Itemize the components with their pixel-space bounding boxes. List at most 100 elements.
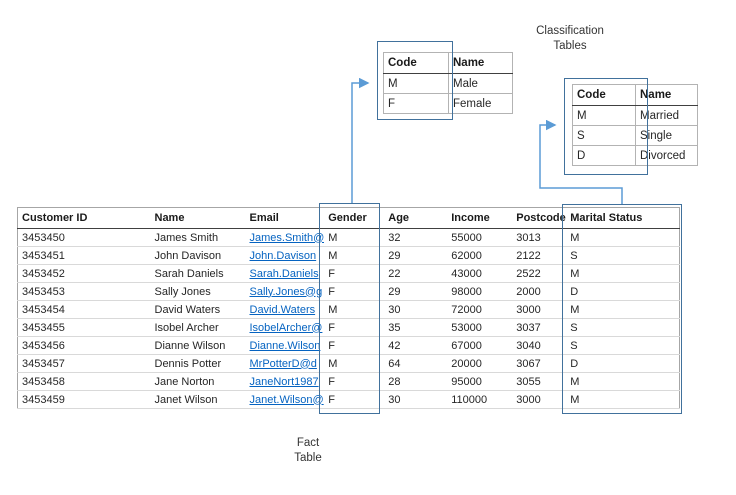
data-cell: M bbox=[324, 354, 385, 373]
data-cell: M bbox=[566, 228, 680, 247]
data-cell: Dennis Potter bbox=[150, 354, 246, 373]
data-cell: Sarah Daniels bbox=[150, 264, 246, 283]
email-link[interactable]: Sarah.Daniels bbox=[249, 267, 319, 280]
data-cell: 42 bbox=[384, 336, 448, 355]
email-link[interactable]: Dianne.Wilson bbox=[249, 339, 321, 352]
header-cell: Marital Status bbox=[566, 207, 680, 229]
data-cell: IsobelArcher@ bbox=[245, 318, 325, 337]
fact-table-label: Fact Table bbox=[294, 437, 322, 464]
data-cell: David.Waters bbox=[245, 300, 325, 319]
data-cell: 67000 bbox=[447, 336, 513, 355]
email-link[interactable]: James.Smith@ bbox=[249, 231, 325, 244]
data-cell: F bbox=[324, 336, 385, 355]
data-cell: F bbox=[324, 372, 385, 391]
data-cell: 3000 bbox=[512, 300, 567, 319]
data-cell: S bbox=[566, 336, 680, 355]
data-cell: 3453450 bbox=[17, 228, 151, 247]
data-cell: M bbox=[324, 228, 385, 247]
email-link[interactable]: MrPotterD@d bbox=[249, 357, 317, 370]
header-cell: Name bbox=[150, 207, 246, 229]
data-cell: D bbox=[566, 282, 680, 301]
data-cell: JaneNort1987 bbox=[245, 372, 325, 391]
gender-column-highlight-rect bbox=[319, 203, 380, 414]
data-cell: 3037 bbox=[512, 318, 567, 337]
data-cell: 30 bbox=[384, 300, 448, 319]
header-cell: Age bbox=[384, 207, 448, 229]
data-cell: 32 bbox=[384, 228, 448, 247]
marital-code-highlight-rect bbox=[564, 78, 648, 175]
header-cell: Customer ID bbox=[17, 207, 151, 229]
data-cell: M bbox=[566, 300, 680, 319]
data-cell: 3453451 bbox=[17, 246, 151, 265]
data-cell: 29 bbox=[384, 246, 448, 265]
data-cell: 35 bbox=[384, 318, 448, 337]
data-cell: Jane Norton bbox=[150, 372, 246, 391]
data-cell: 3453458 bbox=[17, 372, 151, 391]
data-cell: M bbox=[566, 372, 680, 391]
data-cell: 3453456 bbox=[17, 336, 151, 355]
data-cell: F bbox=[324, 318, 385, 337]
data-cell: Sarah.Daniels bbox=[245, 264, 325, 283]
data-cell: 3453457 bbox=[17, 354, 151, 373]
data-cell: 3067 bbox=[512, 354, 567, 373]
data-cell: Sally Jones bbox=[150, 282, 246, 301]
email-link[interactable]: David.Waters bbox=[249, 303, 316, 316]
data-cell: S bbox=[566, 318, 680, 337]
data-cell: M bbox=[324, 246, 385, 265]
data-cell: 3055 bbox=[512, 372, 567, 391]
data-cell: 95000 bbox=[447, 372, 513, 391]
data-cell: 2122 bbox=[512, 246, 567, 265]
data-cell: 64 bbox=[384, 354, 448, 373]
data-cell: S bbox=[566, 246, 680, 265]
data-cell: 28 bbox=[384, 372, 448, 391]
marital-column-highlight-rect bbox=[562, 204, 682, 414]
header-cell: Postcode bbox=[512, 207, 567, 229]
data-cell: James.Smith@ bbox=[245, 228, 325, 247]
data-cell: Isobel Archer bbox=[150, 318, 246, 337]
data-cell: Female bbox=[448, 93, 513, 114]
email-link[interactable]: Sally.Jones@g bbox=[249, 285, 323, 298]
data-cell: 2000 bbox=[512, 282, 567, 301]
header-cell: Name bbox=[448, 52, 513, 74]
data-cell: M bbox=[566, 390, 680, 409]
data-cell: John.Davison bbox=[245, 246, 325, 265]
data-cell: Janet.Wilson@ bbox=[245, 390, 325, 409]
data-cell: 53000 bbox=[447, 318, 513, 337]
data-cell: 3453453 bbox=[17, 282, 151, 301]
data-cell: James Smith bbox=[150, 228, 246, 247]
data-cell: 55000 bbox=[447, 228, 513, 247]
data-cell: 29 bbox=[384, 282, 448, 301]
data-cell: 3453454 bbox=[17, 300, 151, 319]
data-cell: D bbox=[566, 354, 680, 373]
data-cell: 3013 bbox=[512, 228, 567, 247]
data-cell: Divorced bbox=[635, 145, 698, 166]
gender-relationship-connector bbox=[351, 77, 370, 203]
data-cell: 2522 bbox=[512, 264, 567, 283]
data-cell: David Waters bbox=[150, 300, 246, 319]
data-cell: Janet Wilson bbox=[150, 390, 246, 409]
email-link[interactable]: John.Davison bbox=[249, 249, 317, 262]
data-cell: 3453459 bbox=[17, 390, 151, 409]
data-cell: F bbox=[324, 282, 385, 301]
data-cell: 3453452 bbox=[17, 264, 151, 283]
data-cell: 3040 bbox=[512, 336, 567, 355]
email-link[interactable]: Janet.Wilson@ bbox=[249, 393, 324, 406]
data-cell: MrPotterD@d bbox=[245, 354, 325, 373]
data-cell: 30 bbox=[384, 390, 448, 409]
data-cell: 62000 bbox=[447, 246, 513, 265]
data-cell: M bbox=[566, 264, 680, 283]
header-cell: Gender bbox=[324, 207, 385, 229]
email-link[interactable]: IsobelArcher@ bbox=[249, 321, 323, 334]
data-cell: F bbox=[324, 264, 385, 283]
email-link[interactable]: JaneNort1987 bbox=[249, 375, 319, 388]
